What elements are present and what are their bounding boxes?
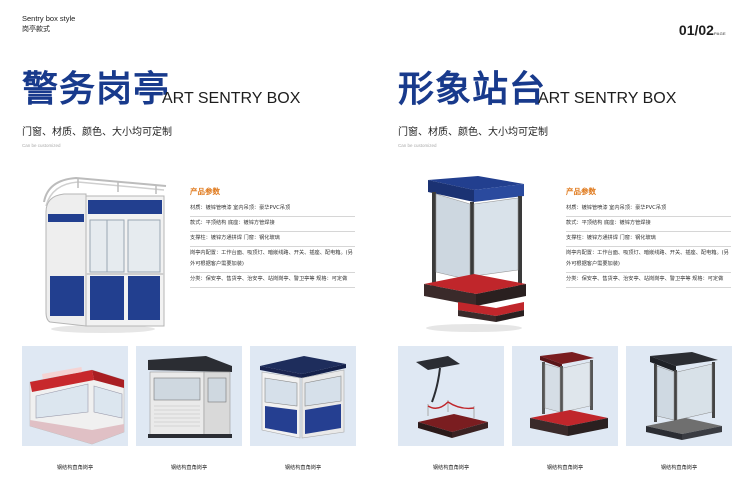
- left-subtitle: 门窗、材质、颜色、大小均可定制: [22, 127, 172, 138]
- left-param-row: 款式：平顶结构 底座：镀锌方管焊接: [190, 217, 355, 232]
- red-base-platform-image: [530, 352, 608, 436]
- right-param-row: 岗亭内配置：工作台面、吸顶灯、暗嵌线路、开关、插座、配电箱。(另外可根据客户需要…: [566, 247, 731, 273]
- header-english: Sentry box style: [22, 14, 76, 23]
- right-thumb-3: [626, 346, 732, 446]
- dark-platform-image: [646, 352, 722, 440]
- right-param-row: 材质：镀锌管喷漆 室内吊顶：豪华PVC吊顶: [566, 202, 731, 217]
- image-platform-image: [424, 176, 526, 332]
- left-thumb-3-caption: 钢结构直角岗亭: [284, 465, 322, 471]
- right-thumb-2: [512, 346, 618, 446]
- kiosk-booth-image: [29, 367, 125, 445]
- left-note: Can be customized: [22, 143, 61, 148]
- left-thumb-2-caption: 钢结构直角岗亭: [170, 465, 208, 471]
- page-number-value: 01/02: [678, 22, 714, 38]
- left-thumb-3: [250, 346, 356, 446]
- page-label: PAGE: [713, 31, 726, 36]
- left-param-row: 岗亭内配置：工作台面、吸顶灯、暗嵌线路、开关、插座、配电箱。(另外可根据客户需要…: [190, 247, 355, 273]
- right-note: Can be customized: [398, 143, 437, 148]
- police-booth-image: [43, 176, 167, 333]
- left-param-row: 材质：镀锌管喷漆 室内吊顶：豪华PVC吊顶: [190, 202, 355, 217]
- right-params-title: 产品参数: [566, 187, 596, 196]
- left-title-cn: 警务岗亭: [22, 69, 171, 110]
- left-param-row: 支撑柱：镀锌方通拼焊 门窗：钢化玻璃: [190, 232, 355, 247]
- blue-booth-image: [260, 356, 346, 439]
- podium-canopy-image: [416, 356, 488, 438]
- right-thumb-1-caption: 钢结构直角岗亭: [432, 465, 470, 471]
- steel-booth-image: [148, 356, 232, 438]
- left-params: 产品参数 材质：镀锌管喷漆 室内吊顶：豪华PVC吊顶 款式：平顶结构 底座：镀锌…: [190, 186, 355, 288]
- right-thumb-2-caption: 钢结构直角岗亭: [546, 465, 584, 471]
- right-title-cn: 形象站台: [398, 69, 547, 110]
- left-thumb-2: [136, 346, 242, 446]
- right-subtitle: 门窗、材质、颜色、大小均可定制: [398, 127, 548, 138]
- right-title-en: ART SENTRY BOX: [538, 90, 677, 107]
- left-params-title: 产品参数: [190, 187, 220, 196]
- right-param-row: 款式：平顶结构 底座：镀锌方管焊接: [566, 217, 731, 232]
- header-chinese: 岗亭款式: [22, 26, 50, 33]
- right-param-row: 支撑柱：镀锌方通拼焊 门窗：钢化玻璃: [566, 232, 731, 247]
- page-number: 01/02PAGE: [679, 22, 726, 38]
- right-thumb-1: [398, 346, 504, 446]
- right-param-row: 分类：保安亭、售货亭、治安亭、站岗岗亭、警卫亭等 规格：可定做: [566, 273, 731, 288]
- right-thumb-3-caption: 钢结构直角岗亭: [660, 465, 698, 471]
- left-thumb-1-caption: 钢结构直角岗亭: [56, 465, 94, 471]
- left-param-row: 分类：保安亭、售货亭、治安亭、站岗岗亭、警卫亭等 规格：可定做: [190, 273, 355, 288]
- left-thumb-1: [22, 346, 128, 446]
- left-title-en: ART SENTRY BOX: [162, 90, 301, 107]
- right-params: 产品参数 材质：镀锌管喷漆 室内吊顶：豪华PVC吊顶 款式：平顶结构 底座：镀锌…: [566, 186, 731, 288]
